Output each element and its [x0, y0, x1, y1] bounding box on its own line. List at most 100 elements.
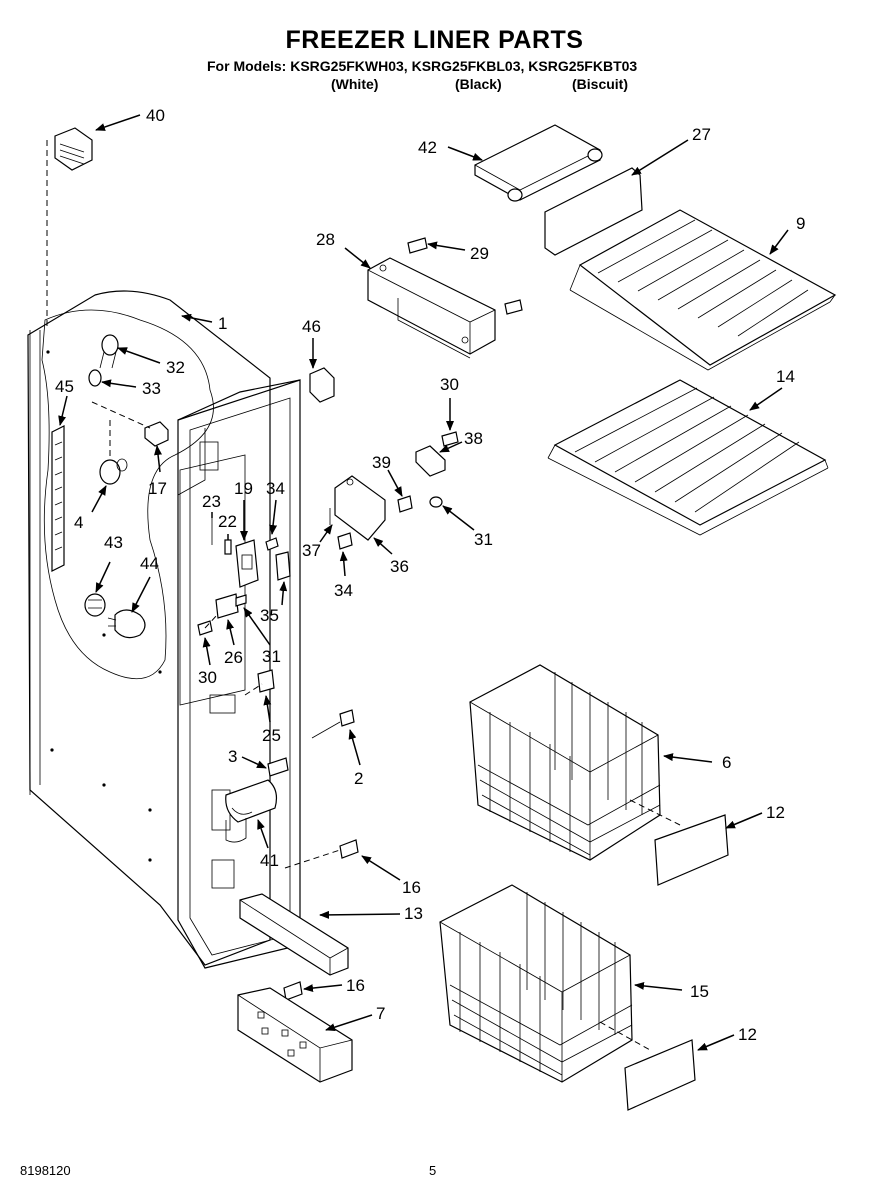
callout-30b: 30 — [198, 668, 217, 687]
socket-43 — [84, 593, 106, 617]
part-31a — [429, 496, 443, 508]
screw-30a — [441, 431, 459, 447]
thermostat-19 — [235, 539, 259, 588]
lamp-socket-32 — [99, 334, 119, 369]
callout-31b: 31 — [262, 647, 281, 666]
callout-labels: 40 42 27 28 29 9 1 46 32 33 45 30 38 14 … — [55, 106, 805, 1044]
alignment-line-16a — [284, 849, 341, 869]
callout-14: 14 — [776, 367, 795, 386]
clip-46 — [309, 367, 335, 403]
screw-34b — [337, 532, 353, 550]
callout-32: 32 — [166, 358, 185, 377]
callout-46: 46 — [302, 317, 321, 336]
knob-4 — [99, 458, 128, 485]
part-25 — [257, 669, 275, 693]
housing-28 — [367, 257, 496, 359]
switch-17 — [144, 421, 169, 447]
divider-12a — [654, 814, 729, 886]
callout-12a: 12 — [766, 803, 785, 822]
freezer-liner — [27, 290, 301, 969]
callout-30a: 30 — [440, 375, 459, 394]
callout-41: 41 — [260, 851, 279, 870]
callout-4: 4 — [74, 513, 83, 532]
callout-6: 6 — [722, 753, 731, 772]
bulb-44 — [107, 609, 146, 639]
doc-number: 8198120 — [20, 1163, 71, 1178]
callout-43: 43 — [104, 533, 123, 552]
alignment-line-30b — [204, 613, 219, 629]
alignment-line-12b — [599, 1021, 651, 1051]
basket-6 — [469, 664, 661, 861]
screw-16b — [283, 981, 303, 1001]
callout-36: 36 — [390, 557, 409, 576]
screw-29b — [504, 299, 523, 315]
alignment-line-12a — [629, 799, 681, 826]
callout-29: 29 — [470, 244, 489, 263]
callout-15: 15 — [690, 982, 709, 1001]
shelf-9 — [569, 209, 837, 371]
divider-12b — [624, 1039, 696, 1111]
alignment-line-25 — [244, 683, 263, 696]
callout-42: 42 — [418, 138, 437, 157]
callout-19: 19 — [234, 479, 253, 498]
alignment-line-2 — [311, 721, 341, 739]
callout-23: 23 — [202, 492, 221, 511]
page-title: FREEZER LINER PARTS — [285, 26, 584, 54]
callout-31a: 31 — [474, 530, 493, 549]
page-number: 5 — [429, 1163, 437, 1178]
callout-35: 35 — [260, 606, 279, 625]
models-line: For Models: KSRG25FKWH03, KSRG25FKBL03, … — [207, 58, 638, 74]
part-22 — [224, 539, 232, 555]
callout-39: 39 — [372, 453, 391, 472]
screw-2 — [339, 709, 355, 727]
callout-2: 2 — [354, 769, 363, 788]
callout-7: 7 — [376, 1004, 385, 1023]
plate-36 — [334, 475, 386, 541]
part-26 — [215, 593, 239, 619]
part-31b — [235, 594, 247, 607]
callout-13: 13 — [404, 904, 423, 923]
screw-34a — [265, 537, 279, 551]
variant-black: (Black) — [455, 76, 502, 92]
part-39 — [397, 495, 413, 513]
callout-9: 9 — [796, 214, 805, 233]
fan-41 — [225, 779, 278, 843]
callout-40: 40 — [146, 106, 165, 125]
callout-37: 37 — [302, 541, 321, 560]
callout-12b: 12 — [738, 1025, 757, 1044]
bulb-33 — [88, 369, 102, 387]
variant-biscuit: (Biscuit) — [572, 76, 628, 92]
screw-16a — [339, 839, 359, 859]
callout-16b: 16 — [346, 976, 365, 995]
callout-44: 44 — [140, 554, 159, 573]
screw-3 — [267, 757, 289, 777]
part-38 — [415, 445, 446, 477]
callout-leaders — [58, 114, 789, 1051]
callout-22: 22 — [218, 512, 237, 531]
callout-16a: 16 — [402, 878, 421, 897]
callout-45: 45 — [55, 377, 74, 396]
callout-33: 33 — [142, 379, 161, 398]
rail-13 — [239, 893, 349, 976]
cover-7 — [237, 987, 353, 1083]
callout-1: 1 — [218, 314, 227, 333]
callout-3: 3 — [228, 747, 237, 766]
variant-white: (White) — [331, 76, 379, 92]
callout-26: 26 — [224, 648, 243, 667]
callout-34b: 34 — [334, 581, 353, 600]
light-strip-45 — [51, 425, 65, 572]
bracket-42 — [474, 124, 603, 202]
callout-38: 38 — [464, 429, 483, 448]
basket-15 — [439, 884, 633, 1083]
panel-27 — [544, 167, 643, 256]
callout-34a: 34 — [266, 479, 285, 498]
callout-27: 27 — [692, 125, 711, 144]
callout-28: 28 — [316, 230, 335, 249]
shelf-14 — [547, 379, 829, 536]
part-35 — [275, 551, 291, 581]
screw-29a — [407, 237, 428, 254]
callout-17: 17 — [148, 479, 167, 498]
callout-25: 25 — [262, 726, 281, 745]
bracket-40 — [54, 127, 93, 171]
